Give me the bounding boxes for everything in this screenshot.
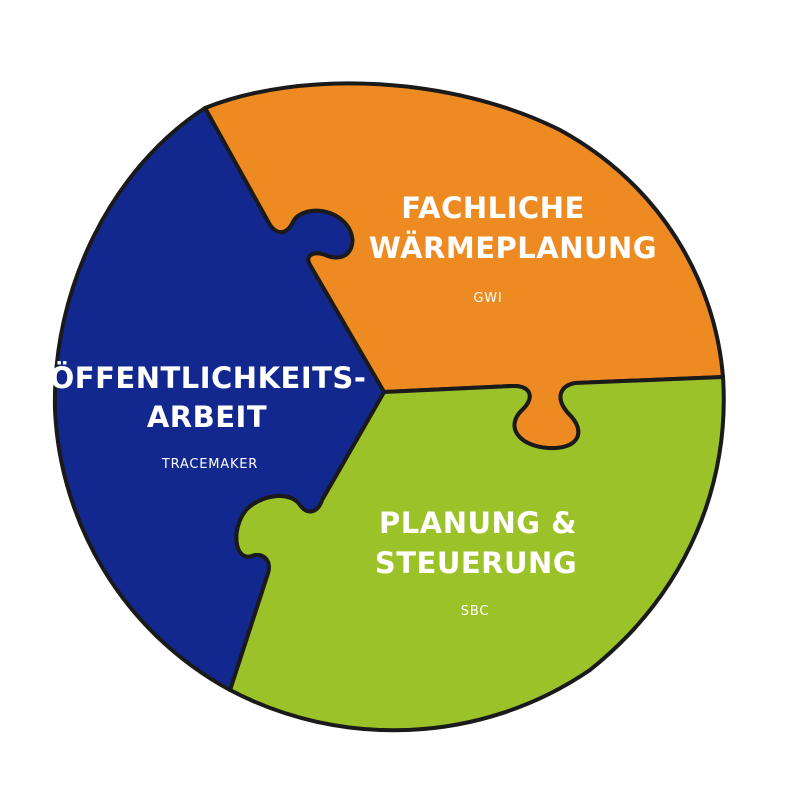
segment-subtitle: GWI bbox=[473, 291, 502, 306]
segment-title-line: WÄRMEPLANUNG bbox=[369, 231, 657, 265]
segment-subtitle: SBC bbox=[461, 604, 489, 619]
label-planung: PLANUNG & STEUERUNG SBC bbox=[375, 506, 577, 619]
segment-oeffentlichkeit bbox=[52, 106, 386, 692]
segment-title-line: FACHLICHE bbox=[401, 191, 585, 225]
segment-subtitle: TRACEMAKER bbox=[161, 457, 258, 472]
segment-title-line: ÖFFENTLICHKEITS- bbox=[50, 361, 367, 395]
segment-title-line: PLANUNG & bbox=[379, 506, 577, 540]
segment-title-line: ARBEIT bbox=[147, 400, 267, 434]
segment-title-line: STEUERUNG bbox=[375, 546, 577, 580]
label-oeffentlichkeit: ÖFFENTLICHKEITS- ARBEIT TRACEMAKER bbox=[50, 361, 367, 472]
label-waermeplanung: FACHLICHE WÄRMEPLANUNG GWI bbox=[369, 191, 657, 306]
